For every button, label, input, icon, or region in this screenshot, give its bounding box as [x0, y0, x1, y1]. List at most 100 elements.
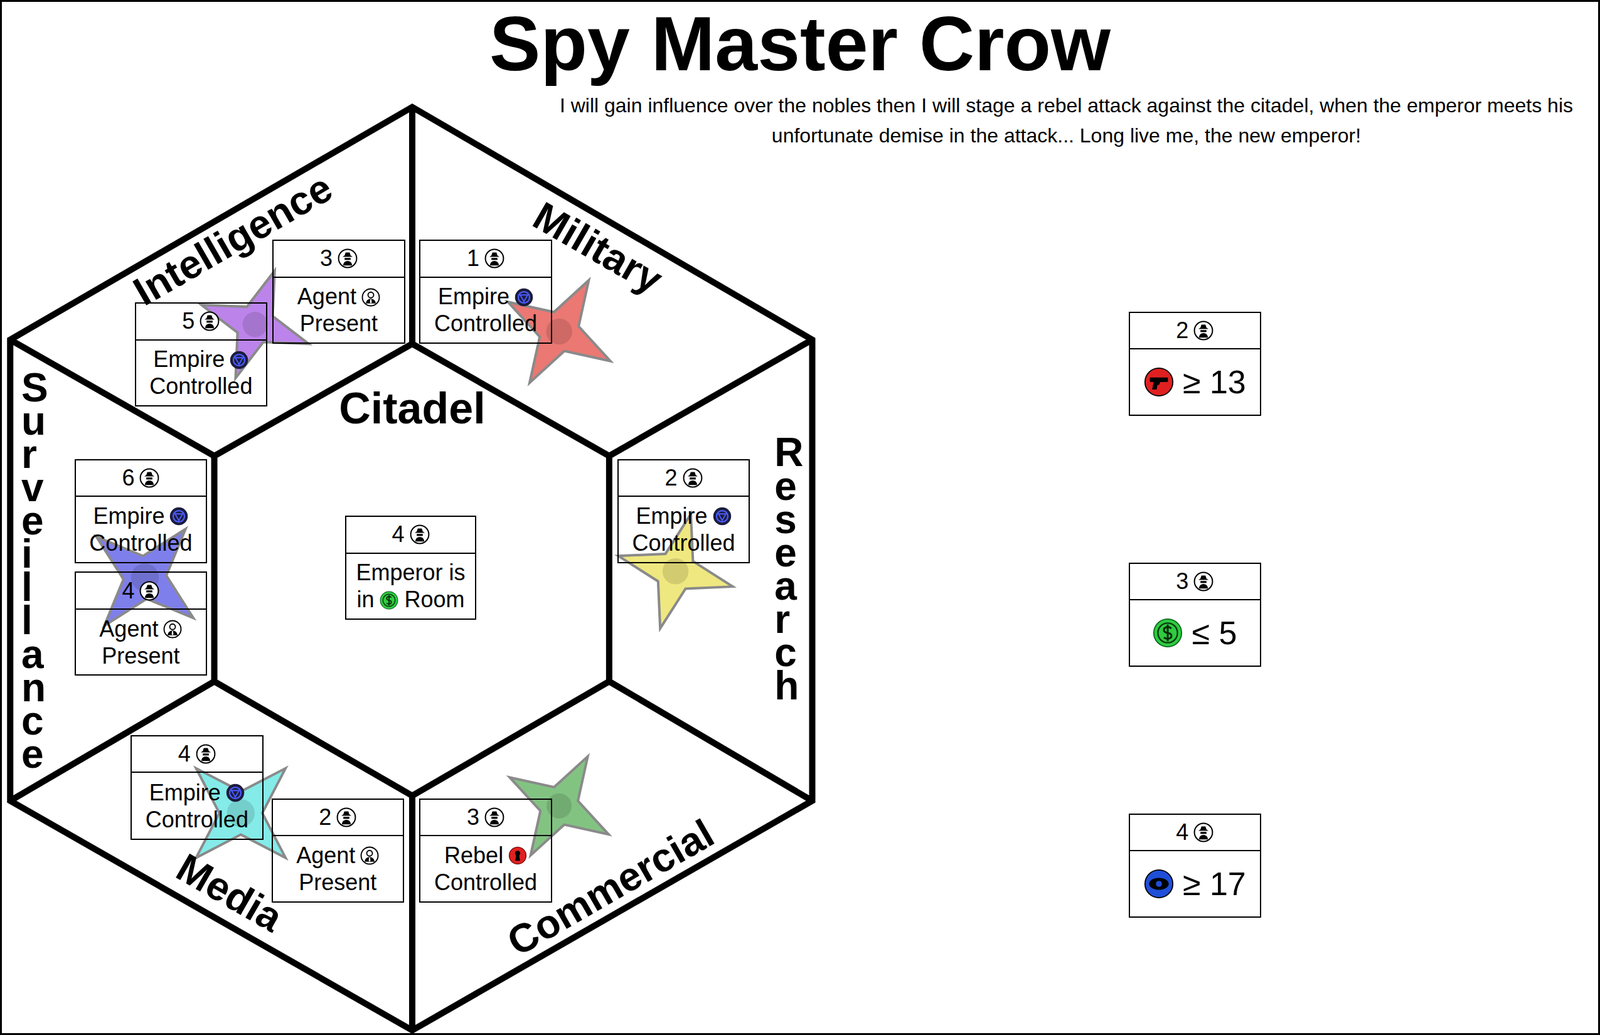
text-line: Controlled	[149, 372, 253, 400]
icon-hat	[204, 315, 215, 320]
icon-ring	[196, 745, 215, 764]
icon-head	[170, 624, 176, 630]
condition-text: ≥ 13	[1182, 365, 1247, 399]
text-line: Agent	[296, 842, 379, 870]
icon-glasses	[416, 533, 423, 536]
icon-ring	[485, 249, 504, 268]
icon-hat	[489, 252, 500, 258]
icon-glasses	[491, 816, 498, 819]
spy-icon	[336, 807, 357, 828]
icon-coat	[1199, 333, 1208, 338]
icon-hat	[489, 811, 500, 816]
icon-glasses	[146, 590, 154, 593]
clue-card: 2 ≥ 13	[1128, 311, 1262, 416]
clue-card: 3Rebel Controlled	[419, 798, 552, 903]
text-line: Controlled	[434, 869, 538, 896]
clue-card: 3Agent Present	[272, 239, 405, 344]
text-line: Empire	[434, 282, 538, 310]
icon-tie	[171, 631, 174, 636]
empire-icon	[169, 506, 189, 526]
icon-mark	[235, 357, 243, 365]
icon-pistol	[1150, 377, 1169, 390]
text-line: in Room	[356, 586, 466, 614]
icon-glasses	[343, 816, 350, 819]
icon-disc	[1145, 870, 1173, 898]
condition-text: Rebel Controlled	[434, 842, 538, 896]
icon-pupil	[1155, 880, 1163, 888]
inner-hexagon	[214, 343, 610, 796]
text-line: Controlled	[89, 529, 192, 557]
agent-icon	[163, 619, 182, 639]
icon-ring	[362, 288, 379, 306]
condition-text: Agent Present	[297, 282, 381, 337]
icon-hat	[342, 252, 353, 258]
text-line: Empire	[89, 502, 192, 530]
text-line: Present	[296, 869, 379, 896]
icon-suit	[364, 857, 376, 863]
influence-cost: 1	[466, 247, 480, 270]
icon-dollar	[1163, 624, 1172, 642]
icon-ring	[229, 787, 241, 799]
icon-glasses	[146, 477, 154, 480]
influence-cost: 3	[1175, 570, 1189, 593]
icon-ring	[1194, 572, 1213, 592]
icon-mark	[231, 790, 240, 798]
card-body: Empire Controlled	[136, 340, 267, 406]
text-line: Empire	[632, 502, 736, 530]
icon-tie	[369, 299, 372, 304]
sector-divider	[609, 340, 813, 457]
spy-icon	[199, 311, 220, 332]
icon-coat	[201, 756, 211, 762]
condition-text: Empire Controlled	[632, 502, 736, 557]
icon-disc	[380, 591, 398, 610]
card-header-row: 4	[392, 523, 430, 546]
icon-ring	[338, 249, 358, 268]
clue-card: 2Agent Present	[271, 798, 405, 903]
influence-cost: 3	[466, 806, 480, 829]
clue-card: 4Agent Present	[74, 571, 208, 676]
region-label: Military	[527, 195, 669, 300]
gun-icon	[1143, 367, 1174, 398]
influence-cost: 5	[181, 309, 195, 333]
card-header-row: 2	[1175, 319, 1214, 342]
icon-hat	[144, 471, 155, 477]
icon-disc	[515, 288, 534, 307]
icon-ring	[140, 469, 159, 488]
card-header-row: 4	[1175, 821, 1214, 844]
empire-icon	[514, 288, 534, 307]
icon-disc	[1145, 368, 1173, 396]
condition-text: Agent Present	[99, 615, 182, 670]
condition-row: ≥ 17	[1143, 867, 1247, 901]
icon-ring	[1158, 623, 1178, 643]
spy-icon	[682, 468, 703, 489]
empire-icon	[229, 350, 249, 370]
icon-coat	[414, 537, 424, 542]
icon-glasses	[1200, 581, 1208, 583]
card-header: 4	[75, 572, 206, 610]
sector-star	[509, 756, 609, 856]
icon-glasses	[689, 477, 696, 480]
clue-card: 2Empire Controlled	[617, 459, 750, 564]
icon-disc	[509, 847, 527, 865]
icon-hat	[414, 528, 425, 534]
text-line: Agent	[99, 615, 182, 643]
icon-ring	[716, 510, 728, 523]
card-header: 3	[1130, 564, 1260, 602]
condition-row: ≤ 5	[1152, 616, 1237, 650]
icon-glasses	[1200, 832, 1208, 834]
condition-text: Emperor is in Room	[356, 559, 466, 614]
spy-icon	[484, 248, 505, 269]
condition-text: ≥ 17	[1182, 867, 1247, 901]
icon-coat	[490, 820, 499, 825]
card-body: Empire Controlled	[420, 277, 551, 343]
condition-row: ≥ 13	[1143, 365, 1247, 399]
spy-icon	[1193, 571, 1214, 592]
icon-hat	[1198, 324, 1209, 329]
spy-icon	[484, 807, 505, 828]
clue-card: 4Emperor is in Room	[345, 515, 477, 620]
card-header: 4	[346, 517, 476, 555]
condition-text: Agent Present	[296, 842, 379, 896]
influence-cost: 2	[1175, 319, 1189, 342]
icon-coat	[687, 480, 697, 486]
